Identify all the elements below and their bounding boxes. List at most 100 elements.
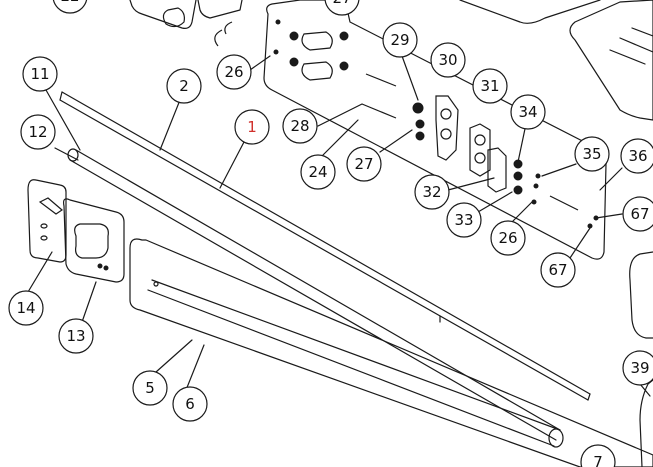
callout-label: 35 (582, 145, 601, 163)
nut-27b (339, 61, 349, 71)
callout-circle (574, 136, 610, 172)
callout-label: 34 (518, 103, 537, 121)
callout-c13: 13 (58, 318, 94, 354)
right-panel (569, 0, 653, 121)
callout-c26b: 26 (490, 220, 526, 256)
small-bracket-panel (129, 0, 197, 29)
callout-label: 1 (247, 118, 257, 136)
pin-top (365, 73, 397, 87)
washer-34b (513, 171, 523, 181)
leader-24 (319, 119, 359, 159)
plate-hole-1 (275, 19, 281, 25)
callout-c27a: 27 (324, 0, 360, 16)
motor-13 (74, 223, 109, 259)
leader-35 (541, 163, 577, 177)
washer-29c (415, 131, 425, 141)
callout-circle (52, 0, 88, 14)
callout-label: 36 (628, 147, 647, 165)
clamp-30-hole-2 (440, 128, 452, 140)
tube-12 (75, 149, 561, 431)
clamp-31-hole-1 (474, 134, 486, 146)
leader-28 (317, 103, 363, 127)
callout-c7: 7 (580, 444, 616, 467)
callout-circle (622, 196, 653, 232)
callout-circle (540, 252, 576, 288)
callout-c35: 35 (574, 136, 610, 172)
tube-12-bottom (69, 159, 557, 441)
callout-label: 6 (185, 395, 195, 413)
pin-36 (549, 195, 579, 211)
leader-29 (401, 55, 419, 101)
callout-circle (282, 108, 318, 144)
callout-label: 27 (354, 155, 373, 173)
callout-circle (58, 318, 94, 354)
leader-34 (517, 123, 527, 163)
callout-circle (622, 350, 653, 386)
callout-label: 12 (28, 123, 47, 141)
callout-label: 14 (16, 299, 35, 317)
callout-label: 67 (548, 261, 567, 279)
callout-c24: 24 (300, 154, 336, 190)
clamp-31-hole-2 (474, 152, 486, 164)
callout-c29: 29 (382, 22, 418, 58)
callout-c28: 28 (282, 108, 318, 144)
dot-67b (587, 223, 593, 229)
callout-circle (414, 174, 450, 210)
dot-35a (535, 173, 541, 179)
leader-32 (447, 177, 495, 191)
leader-67a (595, 213, 623, 219)
knob-plate-2 (301, 61, 333, 81)
pin-28 (361, 103, 397, 119)
washer-14a (40, 223, 48, 229)
knob-plate-1 (301, 31, 333, 51)
dot-26b (531, 199, 537, 205)
handle-14 (38, 197, 63, 215)
leader-5 (155, 339, 193, 373)
clamp-part-31 (469, 123, 491, 177)
callout-label: 27 (332, 0, 351, 7)
callout-circle (382, 22, 418, 58)
callout-label: 32 (422, 183, 441, 201)
right-panel-slot-3 (631, 27, 653, 37)
tube-panel-5-6 (129, 238, 653, 467)
callout-circle (20, 114, 56, 150)
rod-2-end-top (59, 91, 63, 101)
callout-c31: 31 (472, 68, 508, 104)
right-panel-slot-2 (619, 37, 653, 53)
callout-label: 24 (308, 163, 327, 181)
leader-26a (249, 55, 271, 71)
leader-36 (599, 167, 623, 191)
clamp-part-32 (487, 147, 507, 193)
washer-29b (415, 119, 425, 129)
callout-c2: 2 (166, 68, 202, 104)
plate-hole-2 (273, 49, 279, 55)
bracket-13 (63, 198, 125, 283)
callout-c30: 30 (430, 42, 466, 78)
callout-circle (446, 202, 482, 238)
bracket-panel-2 (197, 0, 243, 19)
callout-circle (620, 138, 653, 174)
callout-c6: 6 (172, 386, 208, 422)
callout-circle (216, 54, 252, 90)
callout-label: 33 (454, 211, 473, 229)
callout-c22: 22 (52, 0, 88, 14)
tube-5-hole (153, 281, 159, 287)
leader-6 (185, 344, 205, 391)
dot-35b (533, 183, 539, 189)
callout-label: 11 (30, 65, 49, 83)
leader-11 (45, 89, 81, 151)
callout-label: 30 (438, 51, 457, 69)
clamp-part-30 (435, 95, 459, 161)
bracket-14 (27, 179, 67, 263)
callout-circle (510, 94, 546, 130)
rod-2-top (61, 91, 591, 395)
rod-2-bottom (59, 99, 589, 401)
leader-12 (54, 147, 79, 161)
leader-13 (81, 281, 97, 323)
callout-c1: 1 (234, 109, 270, 145)
callout-c67b: 67 (540, 252, 576, 288)
callout-circle (346, 146, 382, 182)
callout-c67a: 67 (622, 196, 653, 232)
leader-27b (379, 129, 413, 153)
